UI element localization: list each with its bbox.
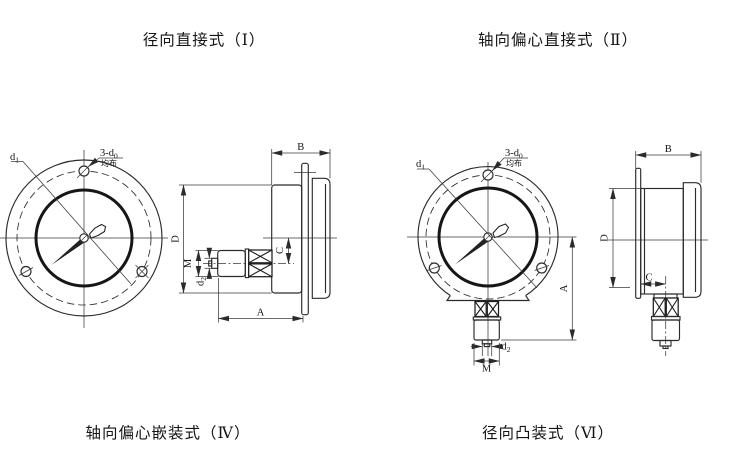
svg-text:D: D [171,235,182,243]
bolt-hole-lower-left [426,262,442,274]
connection-stem [650,276,681,356]
title-bottom-right: 径向凸装式（Ⅵ） [482,424,614,442]
dim-C-right: C [640,273,667,287]
dim-D-left: D [171,184,272,294]
label-junbu: 均布 [506,158,522,168]
svg-text:B: B [665,144,672,155]
stem-block [473,319,500,341]
outer-case-circle [417,165,559,296]
bolt-hole-lower-right [534,262,550,274]
svg-text:3-d0: 3-d0 [100,148,118,161]
dim-M-left: M [183,250,219,277]
svg-text:d2: d2 [502,342,511,355]
side-view-axial-eccentric-flush: B D M d2 C [171,142,337,323]
svg-text:3-d0: 3-d0 [505,148,523,161]
svg-text:D: D [600,234,611,242]
mounting-flange [301,162,309,316]
bezel-ring [682,182,702,298]
dim-D-right: D [600,188,641,288]
stem-nub [483,343,491,348]
label-3-d0: 3-d0 均布 [492,148,528,171]
gauge-case [271,184,303,294]
svg-text:A: A [257,308,265,319]
label-junbu: 均布 [101,158,117,168]
svg-text:d1: d1 [10,152,19,165]
label-d1: d1 [416,159,538,289]
svg-text:B: B [297,142,304,153]
bezel-ring [311,177,331,299]
title-top-left: 径向直接式（Ⅰ） [143,31,266,49]
gauge-pointer [455,223,510,265]
svg-text:A: A [559,284,570,292]
dim-M-right-front: M [473,343,500,375]
svg-text:C: C [645,273,652,284]
bolt-hole-lower-right [135,264,149,279]
svg-text:M: M [482,364,492,375]
mounting-flange [635,167,642,299]
svg-text:d2: d2 [196,277,209,286]
front-view-axial-eccentric-flush: d1 3-d0 均布 [0,148,168,328]
title-top-right: 轴向偏心直接式（Ⅱ） [478,31,638,49]
case-bottom-boss [445,295,531,302]
bolt-hole-lower-left [18,265,34,278]
outer-flange-circle [5,159,163,317]
svg-text:M: M [183,258,194,268]
dim-C-left: C [275,237,292,264]
label-d1: d1 [10,152,132,285]
dim-A-right-front: A [501,236,577,341]
svg-text:C: C [275,247,286,254]
hex-nut-hatch [474,300,500,318]
svg-text:d1: d1 [416,159,425,172]
hex-nut-hatch [652,297,679,318]
dim-d2-right-front: d2 [471,342,511,356]
gauge-pointer [51,223,107,265]
connection-stem [472,300,502,348]
dial-circle [437,186,539,288]
hex-nut-hatch [248,249,273,278]
bolt-hole-top [480,167,496,183]
dim-B-left: B [271,142,331,185]
title-bottom-left: 轴向偏心嵌装式（Ⅳ） [86,424,251,442]
front-view-radial-protruding: d1 3-d0 均布 [407,148,577,375]
side-view-radial-protruding: B D C [600,144,708,356]
connection-stem [203,248,294,279]
stem-nub [662,345,669,350]
dim-d2-left: d2 [196,247,213,286]
dial-circle [34,188,134,288]
dim-A-left: A [218,278,304,323]
dim-B-right: B [635,144,702,183]
label-3-d0: 3-d0 均布 [88,148,123,168]
